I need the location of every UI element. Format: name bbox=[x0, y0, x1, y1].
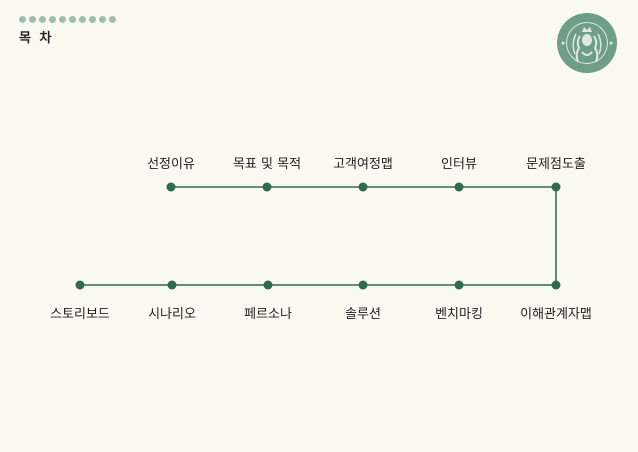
page-title: 목 차 bbox=[19, 31, 54, 46]
timeline-lines bbox=[80, 186, 557, 286]
timeline-node bbox=[75, 280, 85, 290]
timeline-node bbox=[454, 280, 464, 290]
dot bbox=[109, 16, 116, 23]
dot bbox=[59, 16, 66, 23]
decorative-dots bbox=[19, 16, 116, 23]
timeline-label: 벤치마킹 bbox=[435, 307, 483, 322]
timeline-label: 인터뷰 bbox=[441, 157, 477, 172]
timeline-label: 이해관계자맵 bbox=[520, 307, 592, 322]
starbucks-logo bbox=[557, 13, 617, 73]
timeline-label: 문제점도출 bbox=[526, 157, 586, 172]
dot bbox=[39, 16, 46, 23]
timeline-label: 시나리오 bbox=[148, 307, 196, 322]
timeline-node bbox=[358, 182, 368, 192]
dot bbox=[69, 16, 76, 23]
timeline-label: 목표 및 목적 bbox=[232, 157, 302, 172]
timeline-node bbox=[551, 182, 561, 192]
timeline-node bbox=[358, 280, 368, 290]
timeline-node bbox=[263, 280, 273, 290]
dot bbox=[49, 16, 56, 23]
dot bbox=[79, 16, 86, 23]
timeline-label: 솔루션 bbox=[345, 307, 381, 322]
timeline-label: 선정이유 bbox=[147, 157, 195, 172]
timeline-node bbox=[262, 182, 272, 192]
timeline-label: 고객여정맵 bbox=[333, 157, 393, 172]
timeline-node bbox=[454, 182, 464, 192]
timeline-node bbox=[167, 280, 177, 290]
timeline-label: 페르소나 bbox=[244, 307, 292, 322]
timeline-node bbox=[551, 280, 561, 290]
dot bbox=[99, 16, 106, 23]
timeline-label: 스토리보드 bbox=[50, 307, 110, 322]
dot bbox=[29, 16, 36, 23]
dot bbox=[19, 16, 26, 23]
timeline-node bbox=[166, 182, 176, 192]
dot bbox=[89, 16, 96, 23]
timeline-nodes bbox=[75, 182, 561, 290]
